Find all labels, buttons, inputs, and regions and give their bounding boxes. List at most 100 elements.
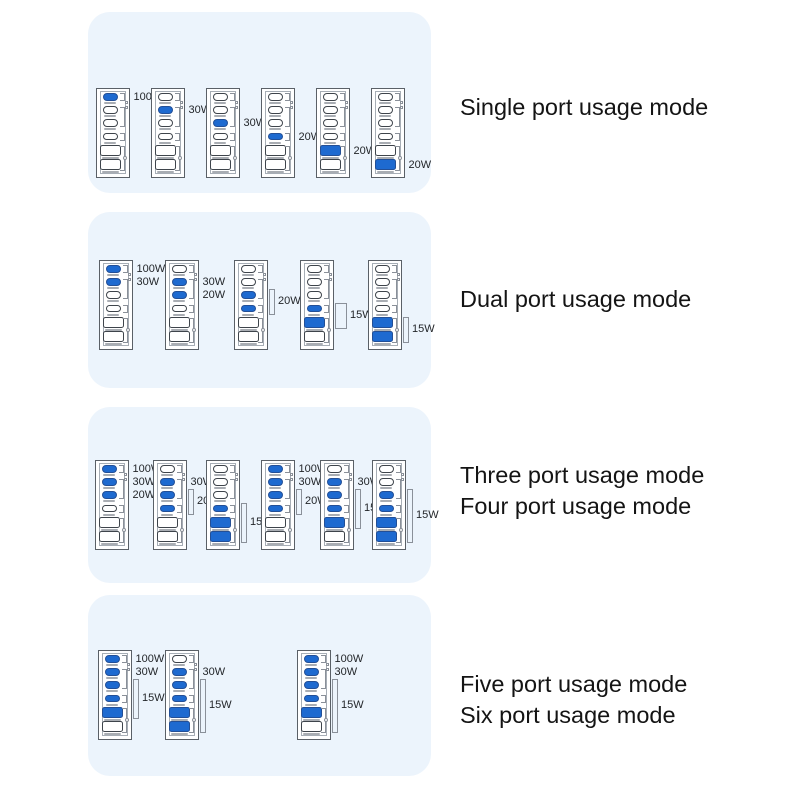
usb-c-port-1 xyxy=(171,265,187,273)
shared-power-bracket xyxy=(332,679,338,733)
port-micro-label xyxy=(161,487,173,489)
usb-c-port-3 xyxy=(157,119,173,127)
port2-3-group-mark xyxy=(320,668,326,689)
port-micro-label xyxy=(212,171,229,174)
port-micro-label xyxy=(269,513,281,516)
port-micro-label xyxy=(173,313,185,316)
port-micro-label xyxy=(103,500,115,502)
usb-a-port-5 xyxy=(264,145,286,156)
usb-c-port-3 xyxy=(212,119,228,127)
port1-group-mark xyxy=(339,93,345,101)
usb-c-port-4 xyxy=(378,504,394,513)
port-micro-label xyxy=(269,487,281,489)
port-micro-label xyxy=(328,474,340,476)
pd-glyph-mark xyxy=(396,277,400,281)
pd-glyph-mark xyxy=(193,662,197,666)
port1-group-mark xyxy=(229,93,235,101)
usb-c-port-1 xyxy=(104,655,120,663)
pd-glyph-mark xyxy=(262,272,266,276)
usb-c-port-2 xyxy=(212,106,228,114)
usb-a-port-6 xyxy=(300,721,322,732)
port-micro-label xyxy=(105,329,122,332)
qc-circle-mark xyxy=(398,527,403,532)
port2-3-group-mark xyxy=(323,278,329,299)
port2-3-group-mark xyxy=(121,668,127,689)
port2-3-group-mark xyxy=(284,478,290,499)
port4-group-mark xyxy=(121,694,127,703)
port2-3-group-mark xyxy=(284,106,290,127)
port2-3-group-mark xyxy=(394,106,400,127)
port-micro-label xyxy=(303,719,320,722)
qc-circle-mark xyxy=(232,527,237,532)
usb-c-port-2 xyxy=(240,278,256,286)
usb-c-port-4 xyxy=(377,132,393,141)
port-micro-label xyxy=(104,128,116,130)
usb-a-port-5 xyxy=(101,707,123,718)
usb-c-port-1 xyxy=(267,465,283,473)
port4-group-mark xyxy=(119,132,125,141)
port2-3-group-mark xyxy=(229,106,235,127)
usb-a-port-6 xyxy=(209,531,231,542)
usb-c-port-1 xyxy=(212,93,228,101)
port-micro-label xyxy=(106,703,118,706)
charger-diagram: 15W xyxy=(206,460,273,550)
usb-c-port-3 xyxy=(101,491,117,499)
port-micro-label xyxy=(105,343,122,346)
usb-c-port-2 xyxy=(378,478,394,486)
usb-c-port-4 xyxy=(171,694,187,703)
port4-group-mark xyxy=(320,694,326,703)
port-micro-label xyxy=(377,157,394,160)
port-micro-label xyxy=(328,487,340,489)
port4-group-mark xyxy=(343,504,349,513)
qc-circle-mark xyxy=(121,527,126,532)
usb-a-port-6 xyxy=(154,159,176,170)
usb-c-port-3 xyxy=(322,119,338,127)
usb-c-port-3 xyxy=(306,291,322,299)
port-micro-label xyxy=(269,141,281,144)
port-micro-label xyxy=(214,513,226,516)
port-micro-label xyxy=(324,128,336,130)
port1-group-mark xyxy=(320,655,326,663)
port-micro-label xyxy=(104,102,116,104)
usb-a-port-6 xyxy=(303,331,325,342)
usb-a-port-6 xyxy=(323,531,345,542)
port4-group-mark xyxy=(394,132,400,141)
port-micro-label xyxy=(374,329,391,332)
pd-glyph-mark xyxy=(396,272,400,276)
usb-a-port-5 xyxy=(168,317,190,328)
section-title-line: Six port usage mode xyxy=(460,702,676,728)
usb-c-port-2 xyxy=(171,278,187,286)
port-micro-label xyxy=(305,664,317,666)
port-micro-label xyxy=(267,157,284,160)
usb-c-port-4 xyxy=(326,504,342,513)
usb-a-port-6 xyxy=(371,331,393,342)
usb-c-port-3 xyxy=(326,491,342,499)
usb-c-port-2 xyxy=(374,278,390,286)
usb-c-port-3 xyxy=(240,291,256,299)
port2-3-group-mark xyxy=(257,278,263,299)
port-micro-label xyxy=(214,474,226,476)
usb-c-port-1 xyxy=(374,265,390,273)
port-micro-label xyxy=(101,543,118,546)
port4-group-mark xyxy=(229,132,235,141)
usb-c-port-1 xyxy=(212,465,228,473)
port2-3-group-mark xyxy=(174,106,180,127)
section-title-line: Single port usage mode xyxy=(460,94,709,120)
port-micro-label xyxy=(104,719,121,722)
section-title-single-port: Single port usage mode xyxy=(460,92,708,123)
usb-c-port-4 xyxy=(159,504,175,513)
port1-group-mark xyxy=(118,465,124,473)
usb-c-port-1 xyxy=(102,93,118,101)
port4-group-mark xyxy=(257,304,263,313)
power-label: 20W xyxy=(278,295,301,308)
port-micro-label xyxy=(267,529,284,532)
usb-c-port-2 xyxy=(212,478,228,486)
usb-c-port-1 xyxy=(377,93,393,101)
power-label: 30W xyxy=(334,666,358,678)
section-title-line: Four port usage mode xyxy=(460,493,692,519)
port-micro-label xyxy=(308,274,320,276)
usb-c-port-2 xyxy=(322,106,338,114)
power-label: 20W xyxy=(298,130,322,143)
